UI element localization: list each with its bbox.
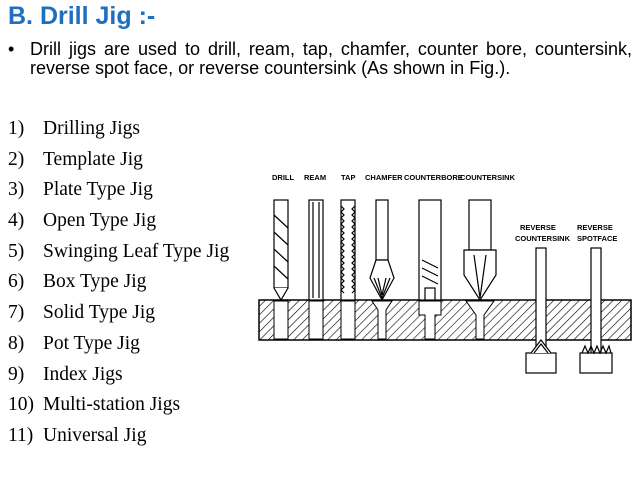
list-number: 9)	[8, 363, 25, 385]
jig-types-list: 1) Drilling Jigs 2) Template Jig 3) Plate T…	[8, 118, 244, 456]
list-number: 3)	[8, 179, 25, 201]
list-item: 5) Swinging Leaf Type Jig	[8, 241, 244, 272]
bullet-symbol: •	[8, 39, 15, 59]
list-number: 1)	[8, 118, 25, 139]
tap-tool	[340, 199, 356, 301]
list-number: 2)	[8, 148, 25, 170]
list-number: 6)	[8, 271, 25, 293]
countersink-tool	[463, 199, 497, 302]
label-countersink: COUNTERSINK	[460, 173, 516, 182]
list-item: 7) Solid Type Jig	[8, 302, 244, 333]
list-item: 8) Pot Type Jig	[8, 333, 244, 364]
list-label: Index Jigs	[43, 363, 123, 385]
list-item: 10) Multi-station Jigs	[8, 394, 244, 425]
drill-operations-figure: DRILL REAM TAP CHAMFER COUNTERBORE COUNT…	[244, 160, 634, 390]
label-reverse-spotface-2: SPOTFACE	[577, 234, 617, 243]
list-label: Open Type Jig	[43, 210, 157, 232]
intro-bullet: • Drill jigs are used to drill, ream, ta…	[8, 40, 632, 78]
list-number: 8)	[8, 332, 25, 354]
reverse-countersink-tool	[525, 247, 557, 374]
list-item: 3) Plate Type Jig	[8, 179, 244, 210]
ream-tool	[308, 199, 324, 301]
label-counterbore: COUNTERBORE	[404, 173, 463, 182]
list-label: Pot Type Jig	[43, 332, 140, 354]
drill-operations-diagram: DRILL REAM TAP CHAMFER COUNTERBORE COUNT…	[258, 173, 632, 374]
list-item: 9) Index Jigs	[8, 364, 244, 395]
label-reverse-countersink-2: COUNTERSINK	[515, 234, 571, 243]
label-tap: TAP	[341, 173, 355, 182]
list-number: 10)	[8, 394, 34, 416]
reverse-spotface-tool	[579, 247, 613, 374]
counterbore-tool	[418, 199, 442, 301]
label-ream: REAM	[304, 173, 326, 182]
chamfer-tool	[369, 199, 395, 302]
list-item: 1) Drilling Jigs	[8, 118, 244, 149]
label-reverse-spotface-1: REVERSE	[577, 223, 613, 232]
list-number: 5)	[8, 240, 25, 262]
list-number: 7)	[8, 302, 25, 324]
list-number: 4)	[8, 210, 25, 232]
slide-title: B. Drill Jig :-	[8, 2, 156, 30]
list-item: 6) Box Type Jig	[8, 271, 244, 302]
list-label: Box Type Jig	[43, 271, 147, 293]
label-drill: DRILL	[272, 173, 294, 182]
workpiece	[258, 299, 632, 341]
list-label: Drilling Jigs	[43, 118, 140, 139]
list-label: Universal Jig	[43, 424, 147, 446]
label-chamfer: CHAMFER	[365, 173, 403, 182]
list-label: Plate Type Jig	[43, 179, 153, 201]
list-item: 4) Open Type Jig	[8, 210, 244, 241]
list-item: 2) Template Jig	[8, 149, 244, 180]
list-label: Template Jig	[43, 148, 143, 170]
list-label: Multi-station Jigs	[43, 394, 181, 416]
list-item: 11) Universal Jig	[8, 425, 244, 456]
list-label: Swinging Leaf Type Jig	[43, 240, 230, 262]
label-reverse-countersink-1: REVERSE	[520, 223, 556, 232]
list-label: Solid Type Jig	[43, 302, 156, 324]
list-number: 11)	[8, 424, 34, 446]
bullet-text: Drill jigs are used to drill, ream, tap,…	[30, 39, 632, 78]
drill-tool	[273, 199, 289, 302]
